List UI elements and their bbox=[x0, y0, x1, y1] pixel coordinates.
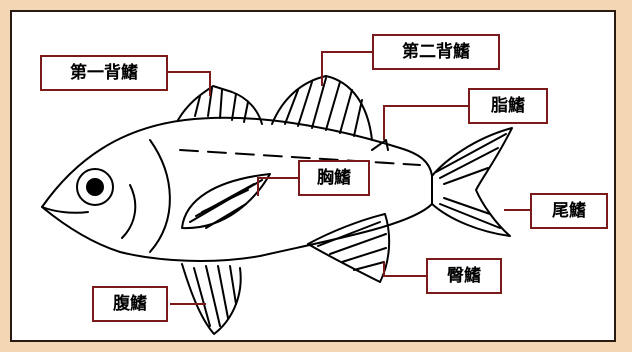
label-second-dorsal-fin: 第二背鰭 bbox=[372, 34, 500, 70]
label-pectoral-fin: 胸鰭 bbox=[298, 160, 370, 196]
gill-cover bbox=[150, 140, 170, 252]
pelvic-fin bbox=[182, 264, 241, 334]
anal-fin bbox=[308, 214, 389, 282]
pectoral-fin bbox=[182, 174, 270, 228]
leader-adipose bbox=[384, 106, 468, 140]
label-caudal-fin: 尾鰭 bbox=[530, 193, 608, 229]
leader-anal bbox=[384, 262, 426, 276]
caudal-fin bbox=[432, 128, 512, 236]
label-pelvic-fin: 腹鰭 bbox=[92, 286, 168, 322]
leader-second-dorsal bbox=[322, 52, 372, 86]
gill-cover-inner bbox=[122, 185, 135, 238]
label-first-dorsal-fin: 第一背鰭 bbox=[40, 55, 168, 91]
label-adipose-fin: 脂鰭 bbox=[468, 88, 548, 124]
leader-pectoral bbox=[258, 178, 298, 196]
fish-pupil bbox=[87, 179, 103, 195]
label-anal-fin: 臀鰭 bbox=[426, 258, 502, 294]
